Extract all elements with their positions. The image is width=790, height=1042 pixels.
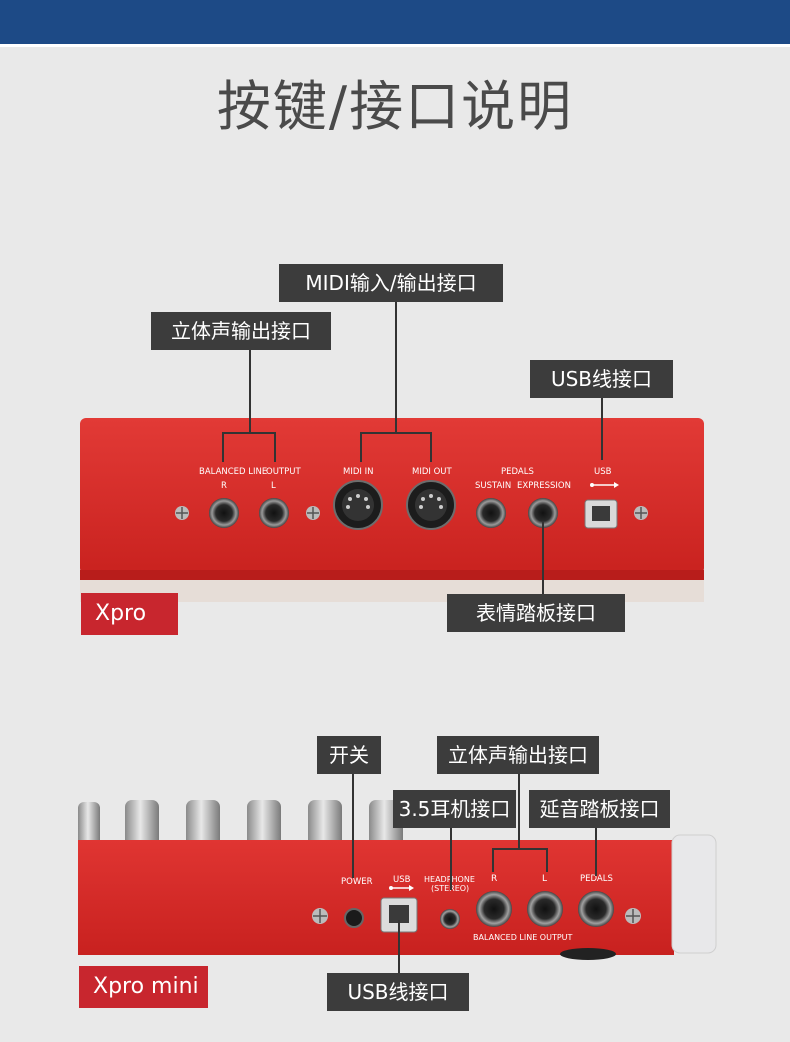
connector-line xyxy=(601,398,603,460)
connector-line xyxy=(450,826,452,890)
connector-line xyxy=(546,848,548,872)
callout-usb: USB线接口 xyxy=(530,360,673,398)
callout-stereo-output: 立体声输出接口 xyxy=(437,736,599,774)
connector-line xyxy=(360,432,362,462)
usb-b-port xyxy=(584,499,618,529)
usb-icon xyxy=(389,885,414,891)
usb-label: USB xyxy=(594,467,612,477)
screw-icon xyxy=(634,506,648,520)
screw-icon xyxy=(306,506,320,520)
output-l-jack xyxy=(259,498,289,528)
output-r-label: R xyxy=(491,874,497,884)
screw-icon xyxy=(625,908,641,924)
usb-icon xyxy=(590,482,619,488)
connector-line xyxy=(274,432,276,462)
header-bar xyxy=(0,0,790,44)
knob-icon xyxy=(125,800,159,848)
output-l-jack xyxy=(527,891,563,927)
knob-icon xyxy=(78,802,100,848)
output-r-label: R xyxy=(221,481,227,491)
output-r-jack xyxy=(476,891,512,927)
connector-line xyxy=(492,848,494,872)
connector-line xyxy=(492,848,548,850)
callout-sustain-pedal: 延音踏板接口 xyxy=(529,790,670,828)
knob-icon xyxy=(247,800,281,848)
power-label: POWER xyxy=(341,877,373,887)
pedals-label: PEDALS xyxy=(501,467,534,477)
screw-icon xyxy=(312,908,328,924)
expression-label: EXPRESSION xyxy=(517,481,571,491)
midi-out-port xyxy=(406,480,456,530)
connector-line xyxy=(352,772,354,878)
callout-expression-pedal: 表情踏板接口 xyxy=(447,594,625,632)
balanced-line-label: BALANCED LINE xyxy=(199,467,267,477)
output-l-label: L xyxy=(542,874,547,884)
callout-stereo-output: 立体声输出接口 xyxy=(151,312,331,350)
pedals-label: PEDALS xyxy=(580,874,613,884)
connector-line xyxy=(222,432,276,434)
callout-usb: USB线接口 xyxy=(327,973,469,1011)
expression-jack xyxy=(528,498,558,528)
midi-in-label: MIDI IN xyxy=(343,467,373,477)
output-l-label: L xyxy=(271,481,276,491)
pedal-jack xyxy=(578,891,614,927)
output-r-jack xyxy=(209,498,239,528)
model-tag-xpro-mini: Xpro mini xyxy=(79,966,208,1008)
screw-icon xyxy=(175,506,189,520)
connector-line xyxy=(360,432,432,434)
midi-in-port xyxy=(333,480,383,530)
model-tag-xpro: Xpro xyxy=(81,593,178,635)
usb-label: USB xyxy=(393,875,411,885)
connector-line xyxy=(518,772,520,848)
callout-midi: MIDI输入/输出接口 xyxy=(279,264,503,302)
knob-icon xyxy=(186,800,220,848)
callout-power: 开关 xyxy=(317,736,381,774)
power-switch xyxy=(344,908,364,928)
connector-line xyxy=(395,302,397,432)
headphone-label: HEADPHONE xyxy=(424,875,475,884)
connector-line xyxy=(595,826,597,876)
output-label: OUTPUT xyxy=(266,467,301,477)
callout-headphone: 3.5耳机接口 xyxy=(393,790,516,828)
header-divider xyxy=(0,44,790,47)
sustain-jack xyxy=(476,498,506,528)
balanced-line-output-label: BALANCED LINE OUTPUT xyxy=(473,933,573,942)
connector-line xyxy=(398,920,400,974)
sustain-label: SUSTAIN xyxy=(475,481,511,491)
usb-b-port xyxy=(380,897,418,933)
midi-out-label: MIDI OUT xyxy=(412,467,453,477)
connector-line xyxy=(222,432,224,462)
connector-line xyxy=(542,522,544,596)
knob-icon xyxy=(308,800,342,848)
headphone-jack xyxy=(440,909,460,929)
connector-line xyxy=(249,350,251,432)
connector-line xyxy=(430,432,432,462)
page-title: 按键/接口说明 xyxy=(216,75,574,138)
